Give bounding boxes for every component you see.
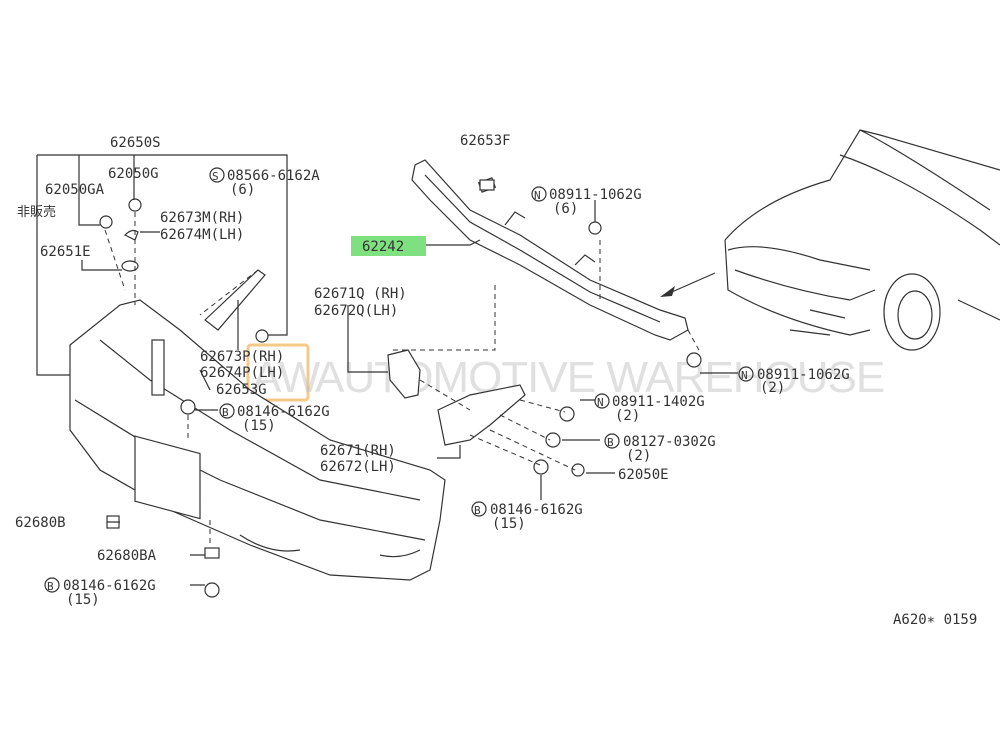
label-62672[interactable]: 62672(LH) [320,459,396,475]
label-62671[interactable]: 62671(RH) [320,443,396,459]
part-labels: 62650S 62050G 62050GA 非販売 S 08566-6162A … [15,133,977,628]
prefix-n: N [741,369,748,382]
label-62050E[interactable]: 62050E [618,467,669,483]
label-62674M[interactable]: 62674M(LH) [160,227,244,243]
label-62674P[interactable]: 62674P(LH) [200,365,284,381]
label-62653F[interactable]: 62653F [460,133,511,149]
fasteners [99,179,702,598]
label-62653G[interactable]: 62653G [216,382,267,398]
watermark-logo: AW [252,353,321,402]
label-62650S[interactable]: 62650S [110,135,161,151]
part-bumper-fascia [69,299,446,581]
label-62050GA[interactable]: 62050GA [45,182,105,198]
car-illustration [660,129,1000,351]
label-08146-6162G-a[interactable]: 08146-6162G [237,404,330,420]
label-08911-1062G-b[interactable]: 08911-1062G [757,367,850,383]
prefix-b: B [222,406,229,419]
part-brackets [204,269,526,446]
prefix-b: B [474,504,481,517]
qty-08127: (2) [626,448,651,464]
prefix-s-icon [209,167,225,183]
label-08146-6162G-c[interactable]: 08146-6162G [63,578,156,594]
prefix-n: N [534,189,541,202]
prefix-b: B [607,436,614,449]
label-62680BA[interactable]: 62680BA [97,548,157,564]
label-62651E[interactable]: 62651E [40,244,91,260]
label-62680B[interactable]: 62680B [15,515,66,531]
prefix-n: N [597,396,604,409]
qty-08146-b: (15) [492,516,526,532]
qty-08146-c: (15) [66,592,100,608]
prefix-b: B [47,580,54,593]
highlight-62242 [351,236,426,256]
qty-08911-b: (2) [760,380,785,396]
label-62673M[interactable]: 62673M(RH) [160,210,244,226]
label-62673P[interactable]: 62673P(RH) [200,349,284,365]
qty-08911-c: (2) [615,408,640,424]
label-62671Q[interactable]: 62671Q (RH) [314,286,407,302]
not-sold-note: 非販売 [17,204,56,220]
diagram-code: A620∗ 0159 [893,612,977,628]
prefix-s: S [212,170,219,183]
qty-08566: (6) [230,182,255,198]
label-62242[interactable]: 62242 [362,239,404,255]
label-62672Q[interactable]: 62672Q(LH) [314,303,398,319]
label-62050G[interactable]: 62050G [108,166,159,182]
qty-08146-a: (15) [242,418,276,434]
leader-lines [36,154,738,586]
qty-08911-a: (6) [553,201,578,217]
label-08566-6162A[interactable]: 08566-6162A [227,168,320,184]
label-08127-0302G[interactable]: 08127-0302G [623,434,716,450]
label-08146-6162G-b[interactable]: 08146-6162G [490,502,583,518]
label-08911-1062G-a[interactable]: 08911-1062G [549,187,642,203]
label-08911-1402G[interactable]: 08911-1402G [612,394,705,410]
